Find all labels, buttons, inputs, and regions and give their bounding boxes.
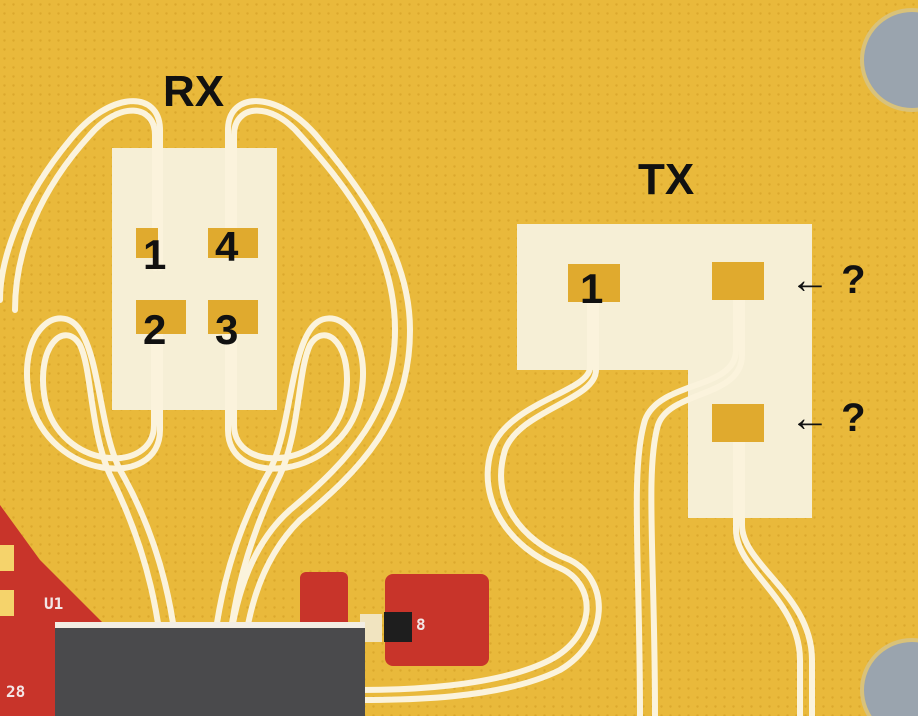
rx-pad-2 xyxy=(136,300,186,334)
smd-pad-left-b xyxy=(0,590,14,616)
rx-pad-2-label: 2 xyxy=(143,306,167,353)
rx-pad-1-label: 1 xyxy=(143,231,167,278)
tx-pad-1 xyxy=(568,264,620,302)
mounting-hole-bottom xyxy=(860,638,918,716)
component-body xyxy=(384,612,412,642)
component-pad xyxy=(360,614,382,642)
component-red-a xyxy=(300,572,348,632)
rx-pad-3 xyxy=(208,300,258,334)
question-arrow-top: ← ? xyxy=(790,258,866,302)
ic-chip xyxy=(55,622,365,716)
rx-pad-1 xyxy=(136,228,158,258)
question-arrow-bottom: ← ? xyxy=(790,396,866,440)
silkscreen-pin: 28 xyxy=(6,682,26,701)
tx-pad-1-label: 1 xyxy=(580,265,604,312)
rx-pad-3-label: 3 xyxy=(215,306,239,353)
tx-pad-top-unknown xyxy=(712,262,764,300)
rx-label: RX xyxy=(163,67,225,116)
rx-pad-4-label: 4 xyxy=(215,223,239,270)
mounting-hole-top xyxy=(860,8,918,112)
tx-traces xyxy=(357,287,815,716)
rx-pad-4 xyxy=(208,228,258,258)
smd-pad-left-a xyxy=(0,545,14,571)
ic-chip-edge xyxy=(55,622,365,628)
component-red-b xyxy=(385,574,489,666)
rx-traces xyxy=(0,98,414,716)
tx-label: TX xyxy=(638,155,695,204)
silkscreen-part-mark: 8 xyxy=(416,615,426,634)
tx-pad-bottom-unknown xyxy=(712,404,764,442)
silkscreen-u1: U1 xyxy=(44,594,64,613)
rx-antenna-area xyxy=(112,148,277,410)
